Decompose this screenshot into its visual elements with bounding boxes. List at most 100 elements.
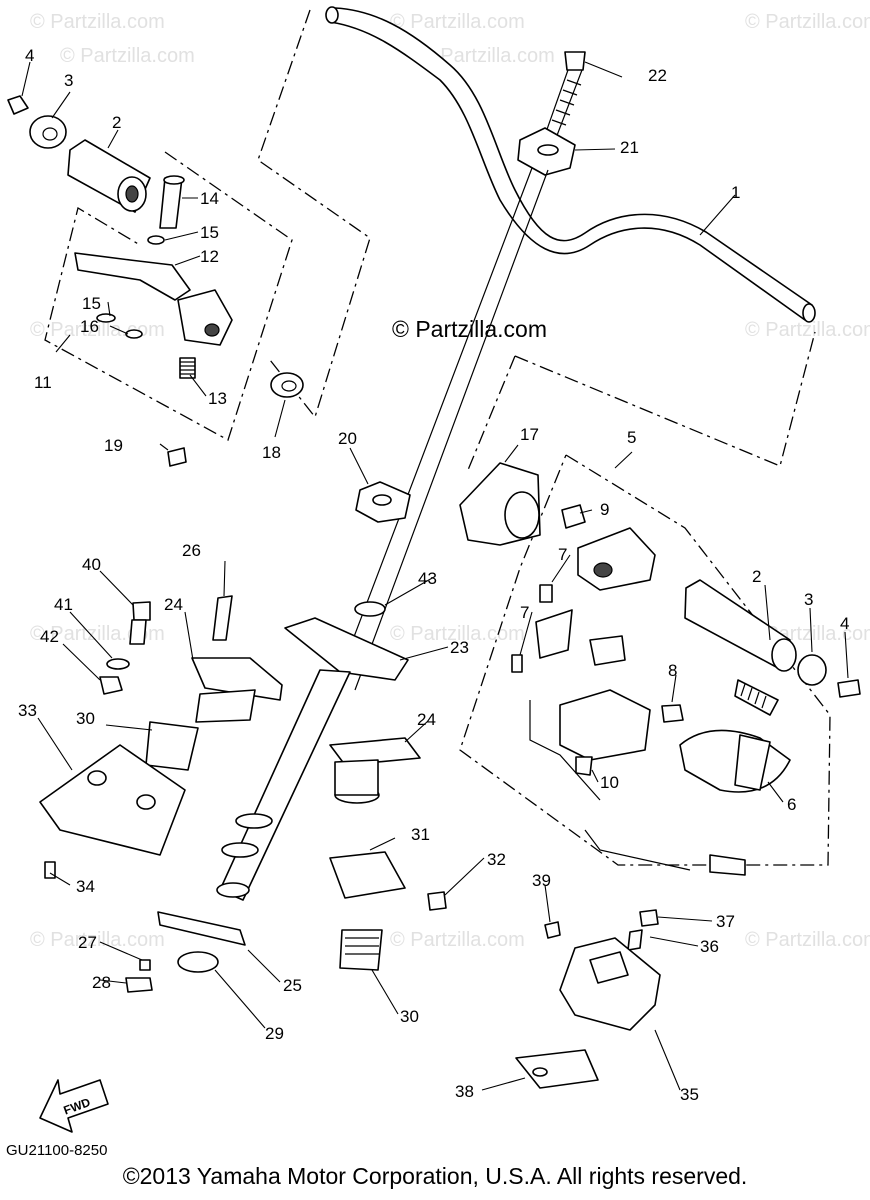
watermark-text: © Partzilla.com — [420, 45, 555, 67]
callout-22: 22 — [648, 66, 667, 85]
bracket-33-boss-1 — [87, 770, 107, 786]
washer-41 — [106, 658, 130, 670]
screw-10 — [575, 756, 593, 776]
washer-43 — [354, 601, 386, 617]
screw-7b — [511, 654, 523, 673]
grip-2-right-end — [771, 638, 797, 672]
bracket-33-boss-2 — [136, 794, 156, 810]
screw-4-right — [837, 679, 861, 698]
bracket-24-left — [191, 657, 283, 701]
bracket-35-top — [589, 951, 629, 984]
watermark-text: © Partzilla.com — [390, 623, 525, 645]
callout-7b: 7 — [520, 603, 529, 622]
diagram-code: GU21100-8250 — [6, 1142, 108, 1159]
bracket-35 — [559, 937, 661, 1031]
callout-34: 34 — [76, 877, 95, 896]
callout-30-left: 30 — [76, 709, 95, 728]
watermark-text: © Partzilla.com — [60, 45, 195, 67]
clamp-29 — [177, 951, 219, 973]
left-brackets — [39, 595, 283, 879]
watermark-text: © Partzilla.com — [30, 11, 165, 33]
callout-3-right: 3 — [804, 590, 813, 609]
bolt-19 — [167, 447, 187, 467]
bolt-32 — [427, 891, 447, 911]
spring-13 — [179, 357, 196, 379]
callout-23: 23 — [450, 638, 469, 657]
callout-43: 43 — [418, 569, 437, 588]
spring-13-coils — [180, 361, 195, 375]
callout-40: 40 — [82, 555, 101, 574]
column-guide-lines — [329, 167, 549, 701]
callout-2: 2 — [112, 113, 121, 132]
collar-18 — [270, 372, 304, 398]
washer-15 — [147, 235, 165, 245]
callout-19: 19 — [104, 436, 123, 455]
bolt-40-shank — [129, 619, 147, 645]
left-grip-parts — [7, 95, 151, 213]
bolt-26 — [212, 595, 233, 641]
grip-2-bore — [125, 185, 139, 203]
callout-16: 16 — [80, 317, 99, 336]
copyright-notice: ©2013 Yamaha Motor Corporation, U.S.A. A… — [122, 1163, 748, 1189]
center-brackets — [125, 737, 447, 993]
spring-right-coils — [740, 683, 767, 709]
fwd-arrow-icon: FWD — [39, 1079, 109, 1133]
callout-20: 20 — [338, 429, 357, 448]
callout-15: 15 — [200, 223, 219, 242]
shaft-collar-lower — [221, 842, 259, 858]
callout-25: 25 — [283, 976, 302, 995]
watermark-text: © Partzilla.com — [390, 11, 525, 33]
washer-15b — [96, 313, 116, 323]
spring-right — [734, 679, 779, 716]
clamp-21-hole — [537, 144, 559, 156]
callout-41: 41 — [54, 595, 73, 614]
throttle-lever-base — [559, 689, 651, 761]
lever-12 — [74, 252, 191, 301]
clamp-20-hole — [372, 494, 392, 506]
shaft-bottom — [216, 882, 250, 898]
center-watermark: © Partzilla.com — [392, 316, 547, 342]
fwd-arrow-shape — [39, 1079, 109, 1133]
plate-38 — [515, 1049, 599, 1089]
callout-11: 11 — [34, 373, 52, 392]
callouts: 4 3 2 14 15 12 15 16 11 13 19 18 20 22 2… — [18, 46, 849, 1104]
callout-24: 24 — [164, 595, 183, 614]
plate-25 — [157, 911, 246, 946]
callout-28: 28 — [92, 973, 111, 992]
callout-13: 13 — [208, 389, 227, 408]
screw-7a — [539, 584, 553, 603]
callout-31: 31 — [411, 825, 430, 844]
pin-14 — [159, 177, 183, 229]
bracket-24-right-plate — [329, 737, 421, 766]
wire-connector — [709, 854, 746, 876]
callout-27: 27 — [78, 933, 97, 952]
bolt-22-shank — [544, 69, 583, 139]
shaft-collar-upper — [235, 813, 273, 829]
callout-24-right: 24 — [417, 710, 436, 729]
handlebar — [325, 6, 816, 323]
callout-7a: 7 — [558, 545, 567, 564]
bracket-24-left-body — [195, 689, 256, 723]
callout-8: 8 — [668, 661, 677, 680]
throttle-switch-body — [535, 609, 573, 659]
callout-14: 14 — [200, 189, 219, 208]
callout-36: 36 — [700, 937, 719, 956]
watermark-text: © Partzilla.com — [390, 929, 525, 951]
throttle-link-line — [467, 355, 516, 471]
switch-9 — [561, 504, 586, 529]
throttle-housing — [577, 527, 656, 591]
nut-28 — [125, 977, 153, 993]
callout-38: 38 — [455, 1082, 474, 1101]
callout-10: 10 — [600, 773, 619, 792]
lever-assembly-box — [44, 151, 293, 441]
callout-6: 6 — [787, 795, 796, 814]
callout-2-right: 2 — [752, 567, 761, 586]
damper-30-ribs — [345, 937, 379, 955]
handlebar-link-box — [514, 331, 816, 467]
guard-6-clip — [734, 734, 771, 791]
watermark-text: © Partzilla.com — [745, 319, 870, 341]
lower-bracket — [515, 909, 661, 1089]
washer-16 — [125, 329, 143, 339]
callout-3: 3 — [64, 71, 73, 90]
